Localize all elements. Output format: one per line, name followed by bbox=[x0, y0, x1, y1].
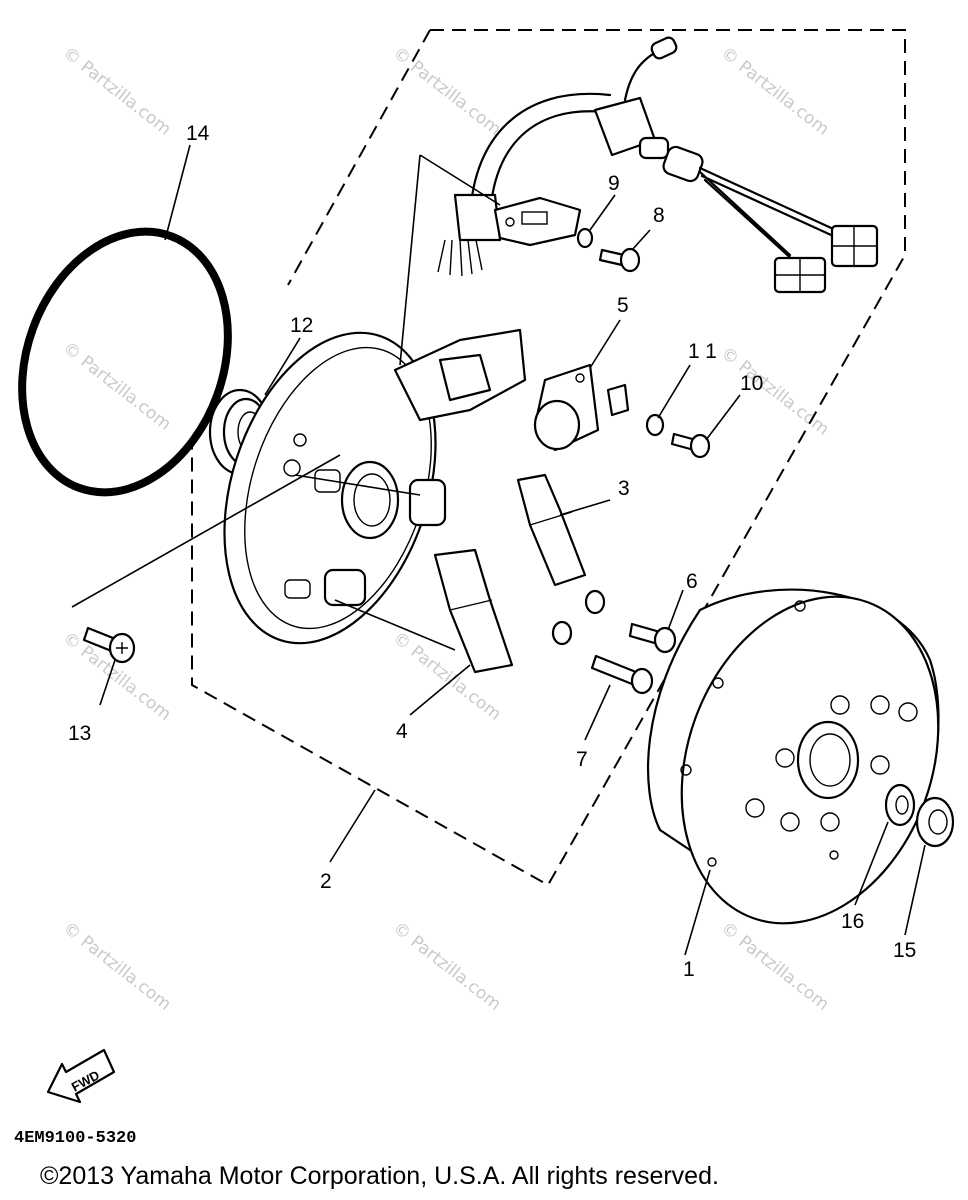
callout-15[interactable]: 15 bbox=[893, 939, 916, 962]
part-5-pickup-coil[interactable] bbox=[533, 363, 600, 452]
callout-7[interactable]: 7 bbox=[576, 748, 588, 771]
watermark: © Partzilla.com bbox=[717, 343, 833, 440]
part-11-washer[interactable] bbox=[645, 413, 665, 437]
grommet-bracket bbox=[493, 196, 582, 247]
part-7-screw[interactable] bbox=[590, 654, 654, 695]
part-10-screw[interactable] bbox=[670, 432, 711, 459]
watermark: © Partzilla.com bbox=[59, 918, 175, 1015]
callout-13[interactable]: 13 bbox=[68, 722, 91, 745]
part-15-nut[interactable] bbox=[915, 796, 955, 848]
stator-assembly-boundary-upper bbox=[287, 29, 431, 286]
forward-direction-arrow: FWD bbox=[46, 1048, 116, 1104]
stator-assembly-boundary bbox=[191, 29, 906, 887]
callout-3[interactable]: 3 bbox=[618, 477, 630, 500]
callout-4[interactable]: 4 bbox=[396, 720, 408, 743]
part-3-charge-coil[interactable] bbox=[516, 473, 606, 615]
callout-5[interactable]: 5 bbox=[617, 294, 629, 317]
diagram-code: 4EM9100-5320 bbox=[14, 1129, 136, 1148]
callout-labels: 1 2 3 4 5 6 7 8 9 10 11 12 13 14 15 16 bbox=[68, 122, 916, 981]
part-14-o-ring[interactable] bbox=[0, 203, 263, 522]
callout-8[interactable]: 8 bbox=[653, 204, 665, 227]
callout-1[interactable]: 1 bbox=[683, 958, 695, 981]
leader-lines bbox=[71, 144, 926, 956]
part-6-screw[interactable] bbox=[628, 622, 677, 654]
part-1-flywheel-rotor[interactable] bbox=[638, 560, 968, 959]
watermark: © Partzilla.com bbox=[389, 43, 505, 140]
watermark: © Partzilla.com bbox=[59, 43, 175, 140]
callout-2[interactable]: 2 bbox=[320, 870, 332, 893]
part-13-screw[interactable] bbox=[82, 626, 136, 664]
copyright-text: ©2013 Yamaha Motor Corporation, U.S.A. A… bbox=[40, 1162, 719, 1190]
watermark: © Partzilla.com bbox=[717, 918, 833, 1015]
callout-14[interactable]: 14 bbox=[186, 122, 210, 145]
watermark: © Partzilla.com bbox=[389, 918, 505, 1015]
callout-10[interactable]: 10 bbox=[740, 372, 763, 395]
wiring-harness bbox=[437, 36, 879, 294]
part-9-washer[interactable] bbox=[576, 227, 594, 249]
part-16-washer[interactable] bbox=[884, 783, 916, 827]
part-4-lighting-coil[interactable] bbox=[433, 548, 573, 674]
watermark: © Partzilla.com bbox=[717, 43, 833, 140]
clamp bbox=[606, 383, 630, 417]
callout-12[interactable]: 12 bbox=[290, 314, 313, 337]
callout-9[interactable]: 9 bbox=[608, 172, 620, 195]
watermark: © Partzilla.com bbox=[59, 338, 175, 435]
callout-16[interactable]: 16 bbox=[841, 910, 864, 933]
stator-base-plate bbox=[223, 328, 527, 645]
part-8-screw[interactable] bbox=[598, 247, 641, 273]
callout-6[interactable]: 6 bbox=[686, 570, 698, 593]
callout-11[interactable]: 11 bbox=[688, 340, 724, 363]
